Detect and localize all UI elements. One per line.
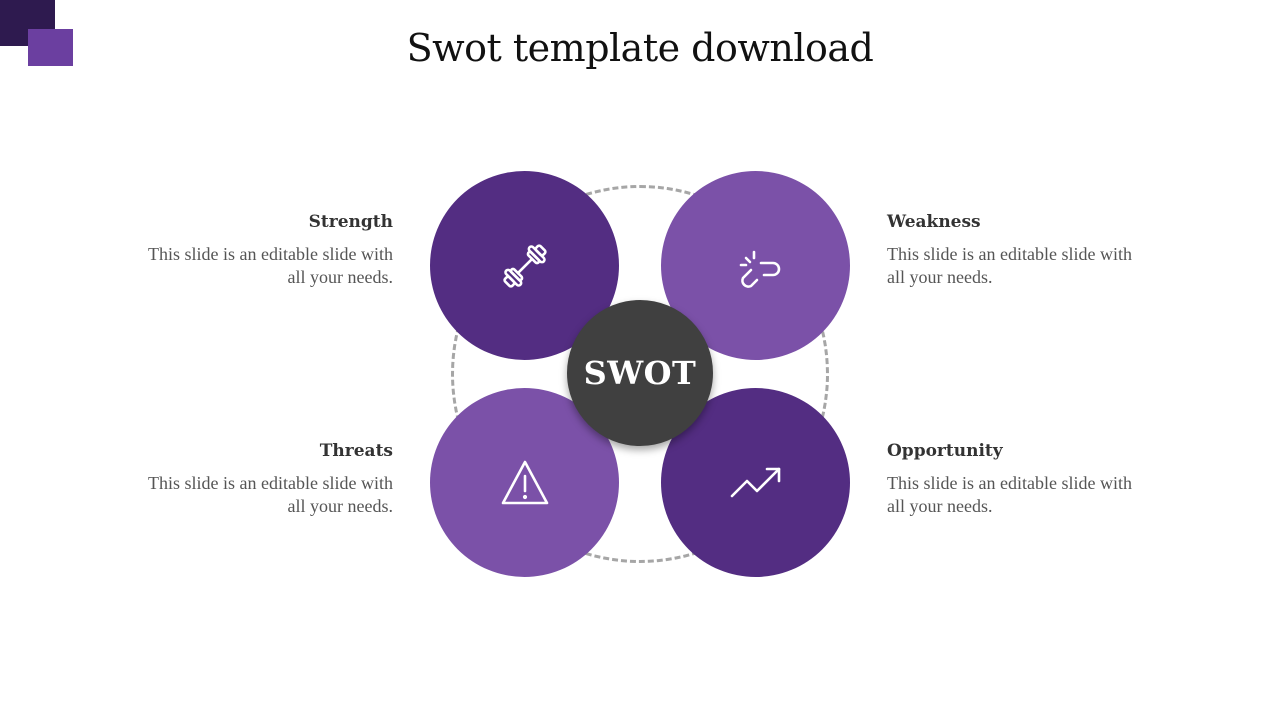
dashed-ring [451, 185, 829, 563]
threats-description-line2: all your needs. [287, 496, 393, 516]
weakness-description-line2: all your needs. [887, 267, 993, 287]
strength-description-line1: This slide is an editable slide with [148, 244, 393, 264]
strength-heading: Strength [308, 212, 393, 232]
trend-up-icon [730, 467, 780, 497]
broken-link-icon [739, 250, 780, 288]
center-swot-circle: SWOT [567, 300, 713, 446]
strength-description: This slide is an editable slide with all… [123, 243, 393, 289]
weakness-description-line1: This slide is an editable slide with [887, 244, 1132, 264]
weakness-text-block: Weakness This slide is an editable slide… [887, 210, 1157, 289]
strength-description-line2: all your needs. [287, 267, 393, 287]
opportunity-heading: Opportunity [887, 441, 1003, 461]
opportunity-description-line2: all your needs. [887, 496, 993, 516]
threats-text-block: Threats This slide is an editable slide … [123, 439, 393, 518]
center-label: SWOT [583, 354, 697, 392]
warning-icon [501, 460, 548, 504]
dumbbell-icon [502, 243, 547, 288]
opportunity-text-block: Opportunity This slide is an editable sl… [887, 439, 1157, 518]
slide-title: Swot template download [406, 26, 874, 70]
weakness-description: This slide is an editable slide with all… [887, 243, 1157, 289]
weakness-heading: Weakness [887, 212, 981, 232]
decorative-light-square [28, 29, 73, 66]
opportunity-description: This slide is an editable slide with all… [887, 472, 1157, 518]
strength-text-block: Strength This slide is an editable slide… [123, 210, 393, 289]
threats-description: This slide is an editable slide with all… [123, 472, 393, 518]
threats-heading: Threats [319, 441, 393, 461]
opportunity-description-line1: This slide is an editable slide with [887, 473, 1132, 493]
threats-description-line1: This slide is an editable slide with [148, 473, 393, 493]
